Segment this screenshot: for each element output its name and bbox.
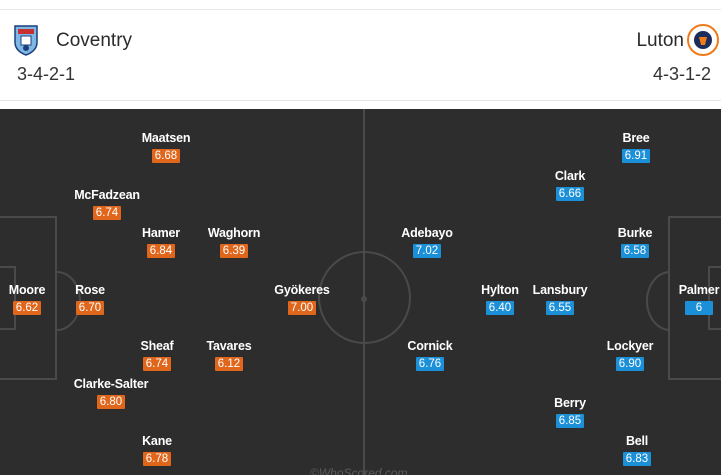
home-formation: 3-4-2-1 <box>17 64 76 84</box>
player-rating: 6.58 <box>620 244 650 258</box>
player-name: Gyökeres <box>274 283 330 297</box>
header-divider <box>0 100 721 101</box>
home-player[interactable]: Waghorn 6.39 <box>189 226 279 259</box>
home-six-top <box>0 266 16 268</box>
luton-crest-icon <box>687 24 719 56</box>
top-strip <box>0 0 721 10</box>
player-name: Lansbury <box>532 283 588 297</box>
home-player[interactable]: Kane 6.78 <box>112 434 202 467</box>
away-player[interactable]: Bell 6.83 <box>592 434 682 467</box>
player-rating: 6.90 <box>615 357 645 371</box>
player-name: Maatsen <box>141 131 191 145</box>
player-rating: 6.68 <box>151 149 181 163</box>
player-name: Palmer <box>678 283 720 297</box>
away-player[interactable]: Hylton 6.40 <box>455 283 545 316</box>
away-player[interactable]: Clark 6.66 <box>525 169 615 202</box>
home-player[interactable]: McFadzean 6.74 <box>62 188 152 221</box>
home-six-edge <box>14 266 16 330</box>
away-box-bottom <box>668 378 721 380</box>
home-player[interactable]: Moore 6.62 <box>0 283 72 316</box>
player-rating: 6.74 <box>92 206 122 220</box>
watermark: ©WhoScored.com <box>310 466 408 475</box>
player-name: Waghorn <box>207 226 261 240</box>
home-player[interactable]: Tavares 6.12 <box>184 339 274 372</box>
centre-spot <box>361 296 367 302</box>
player-name: Sheaf <box>140 339 174 353</box>
away-player[interactable]: Bree 6.91 <box>591 131 681 164</box>
home-six-bottom <box>0 328 16 330</box>
away-player[interactable]: Berry 6.85 <box>525 396 615 429</box>
home-player[interactable]: Clarke-Salter 6.80 <box>66 377 156 410</box>
home-player[interactable]: Sheaf 6.74 <box>112 339 202 372</box>
away-formation: 4-3-1-2 <box>652 64 711 84</box>
pitch: Maatsen 6.68 McFadzean 6.74 Hamer 6.84 Wagh… <box>0 109 721 475</box>
home-team-name[interactable]: Coventry <box>56 30 133 51</box>
player-name: Cornick <box>407 339 453 353</box>
player-name: Hylton <box>481 283 519 297</box>
player-rating: 6 <box>685 301 713 315</box>
home-box-top <box>0 216 57 218</box>
player-name: Bell <box>625 434 649 448</box>
player-name: Bree <box>622 131 650 145</box>
player-rating: 6.76 <box>415 357 445 371</box>
player-name: Kane <box>142 434 172 448</box>
player-rating: 6.66 <box>555 187 585 201</box>
away-player[interactable]: Lansbury 6.55 <box>515 283 605 316</box>
player-name: Lockyer <box>606 339 654 353</box>
player-rating: 6.12 <box>214 357 244 371</box>
away-player[interactable]: Lockyer 6.90 <box>585 339 675 372</box>
centre-circle <box>318 251 411 344</box>
away-player[interactable]: Palmer 6 <box>654 283 721 316</box>
player-rating: 7.00 <box>287 301 317 315</box>
player-rating: 6.84 <box>146 244 176 258</box>
away-six-top <box>708 266 721 268</box>
match-header: Coventry 3-4-2-1 Luton 4-3-1-2 <box>0 10 721 106</box>
away-player[interactable]: Burke 6.58 <box>590 226 680 259</box>
player-name: Rose <box>75 283 105 297</box>
player-name: Clarke-Salter <box>73 377 149 391</box>
away-player[interactable]: Adebayo 7.02 <box>382 226 472 259</box>
home-player[interactable]: Maatsen 6.68 <box>121 131 211 164</box>
player-name: McFadzean <box>74 188 140 202</box>
home-player[interactable]: Hamer 6.84 <box>116 226 206 259</box>
player-rating: 6.83 <box>622 452 652 466</box>
player-name: Hamer <box>142 226 180 240</box>
player-rating: 6.85 <box>555 414 585 428</box>
home-player[interactable]: Rose 6.70 <box>45 283 135 316</box>
player-rating: 6.39 <box>219 244 249 258</box>
player-rating: 6.40 <box>485 301 515 315</box>
player-rating: 6.55 <box>545 301 575 315</box>
player-rating: 7.02 <box>412 244 442 258</box>
away-team-name[interactable]: Luton <box>636 30 684 51</box>
away-six-edge <box>708 266 710 330</box>
player-rating: 6.70 <box>75 301 105 315</box>
away-box-top <box>668 216 721 218</box>
away-six-bottom <box>708 328 721 330</box>
player-name: Moore <box>8 283 46 297</box>
player-rating: 6.78 <box>142 452 172 466</box>
player-rating: 6.74 <box>142 357 172 371</box>
away-player[interactable]: Cornick 6.76 <box>385 339 475 372</box>
player-name: Clark <box>554 169 586 183</box>
player-name: Burke <box>617 226 653 240</box>
player-rating: 6.62 <box>12 301 42 315</box>
player-rating: 6.91 <box>621 149 651 163</box>
home-box-edge <box>55 216 57 380</box>
player-name: Tavares <box>206 339 252 353</box>
player-rating: 6.80 <box>96 395 126 409</box>
home-box-bottom <box>0 378 57 380</box>
player-name: Adebayo <box>401 226 453 240</box>
player-name: Berry <box>554 396 586 410</box>
coventry-crest-icon <box>14 25 38 56</box>
home-player[interactable]: Gyökeres 7.00 <box>257 283 347 316</box>
